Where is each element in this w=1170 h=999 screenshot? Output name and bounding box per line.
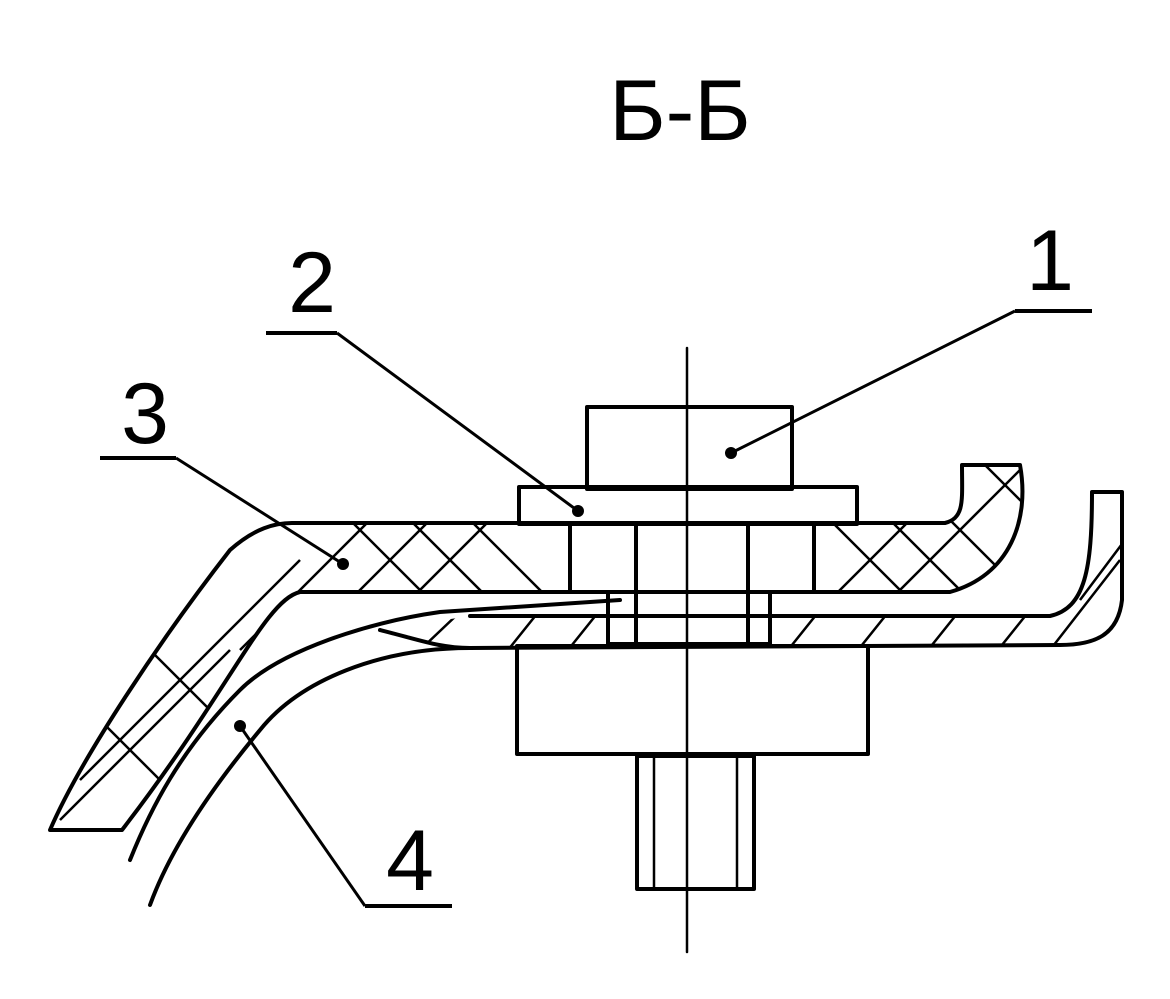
callout-3: 3 — [100, 366, 349, 570]
callout-4: 4 — [234, 720, 452, 909]
part-3-crosshatch — [50, 465, 1023, 830]
nut — [515, 644, 870, 756]
part-4-hatch — [419, 539, 1122, 648]
callout-3-label: 3 — [121, 366, 169, 462]
callout-2-label: 2 — [288, 235, 336, 331]
callout-2: 2 — [266, 235, 584, 517]
callout-1-label: 1 — [1026, 213, 1074, 309]
section-title: Б-Б — [609, 63, 751, 159]
bolt-shank — [634, 522, 750, 646]
bolt-head — [585, 405, 794, 491]
bushing — [568, 522, 816, 646]
callout-1: 1 — [725, 213, 1092, 459]
callout-4-label: 4 — [386, 813, 434, 909]
part-4-profile — [128, 490, 1124, 907]
bolt-thread-end — [635, 754, 756, 891]
part-3-profile — [48, 463, 1025, 832]
